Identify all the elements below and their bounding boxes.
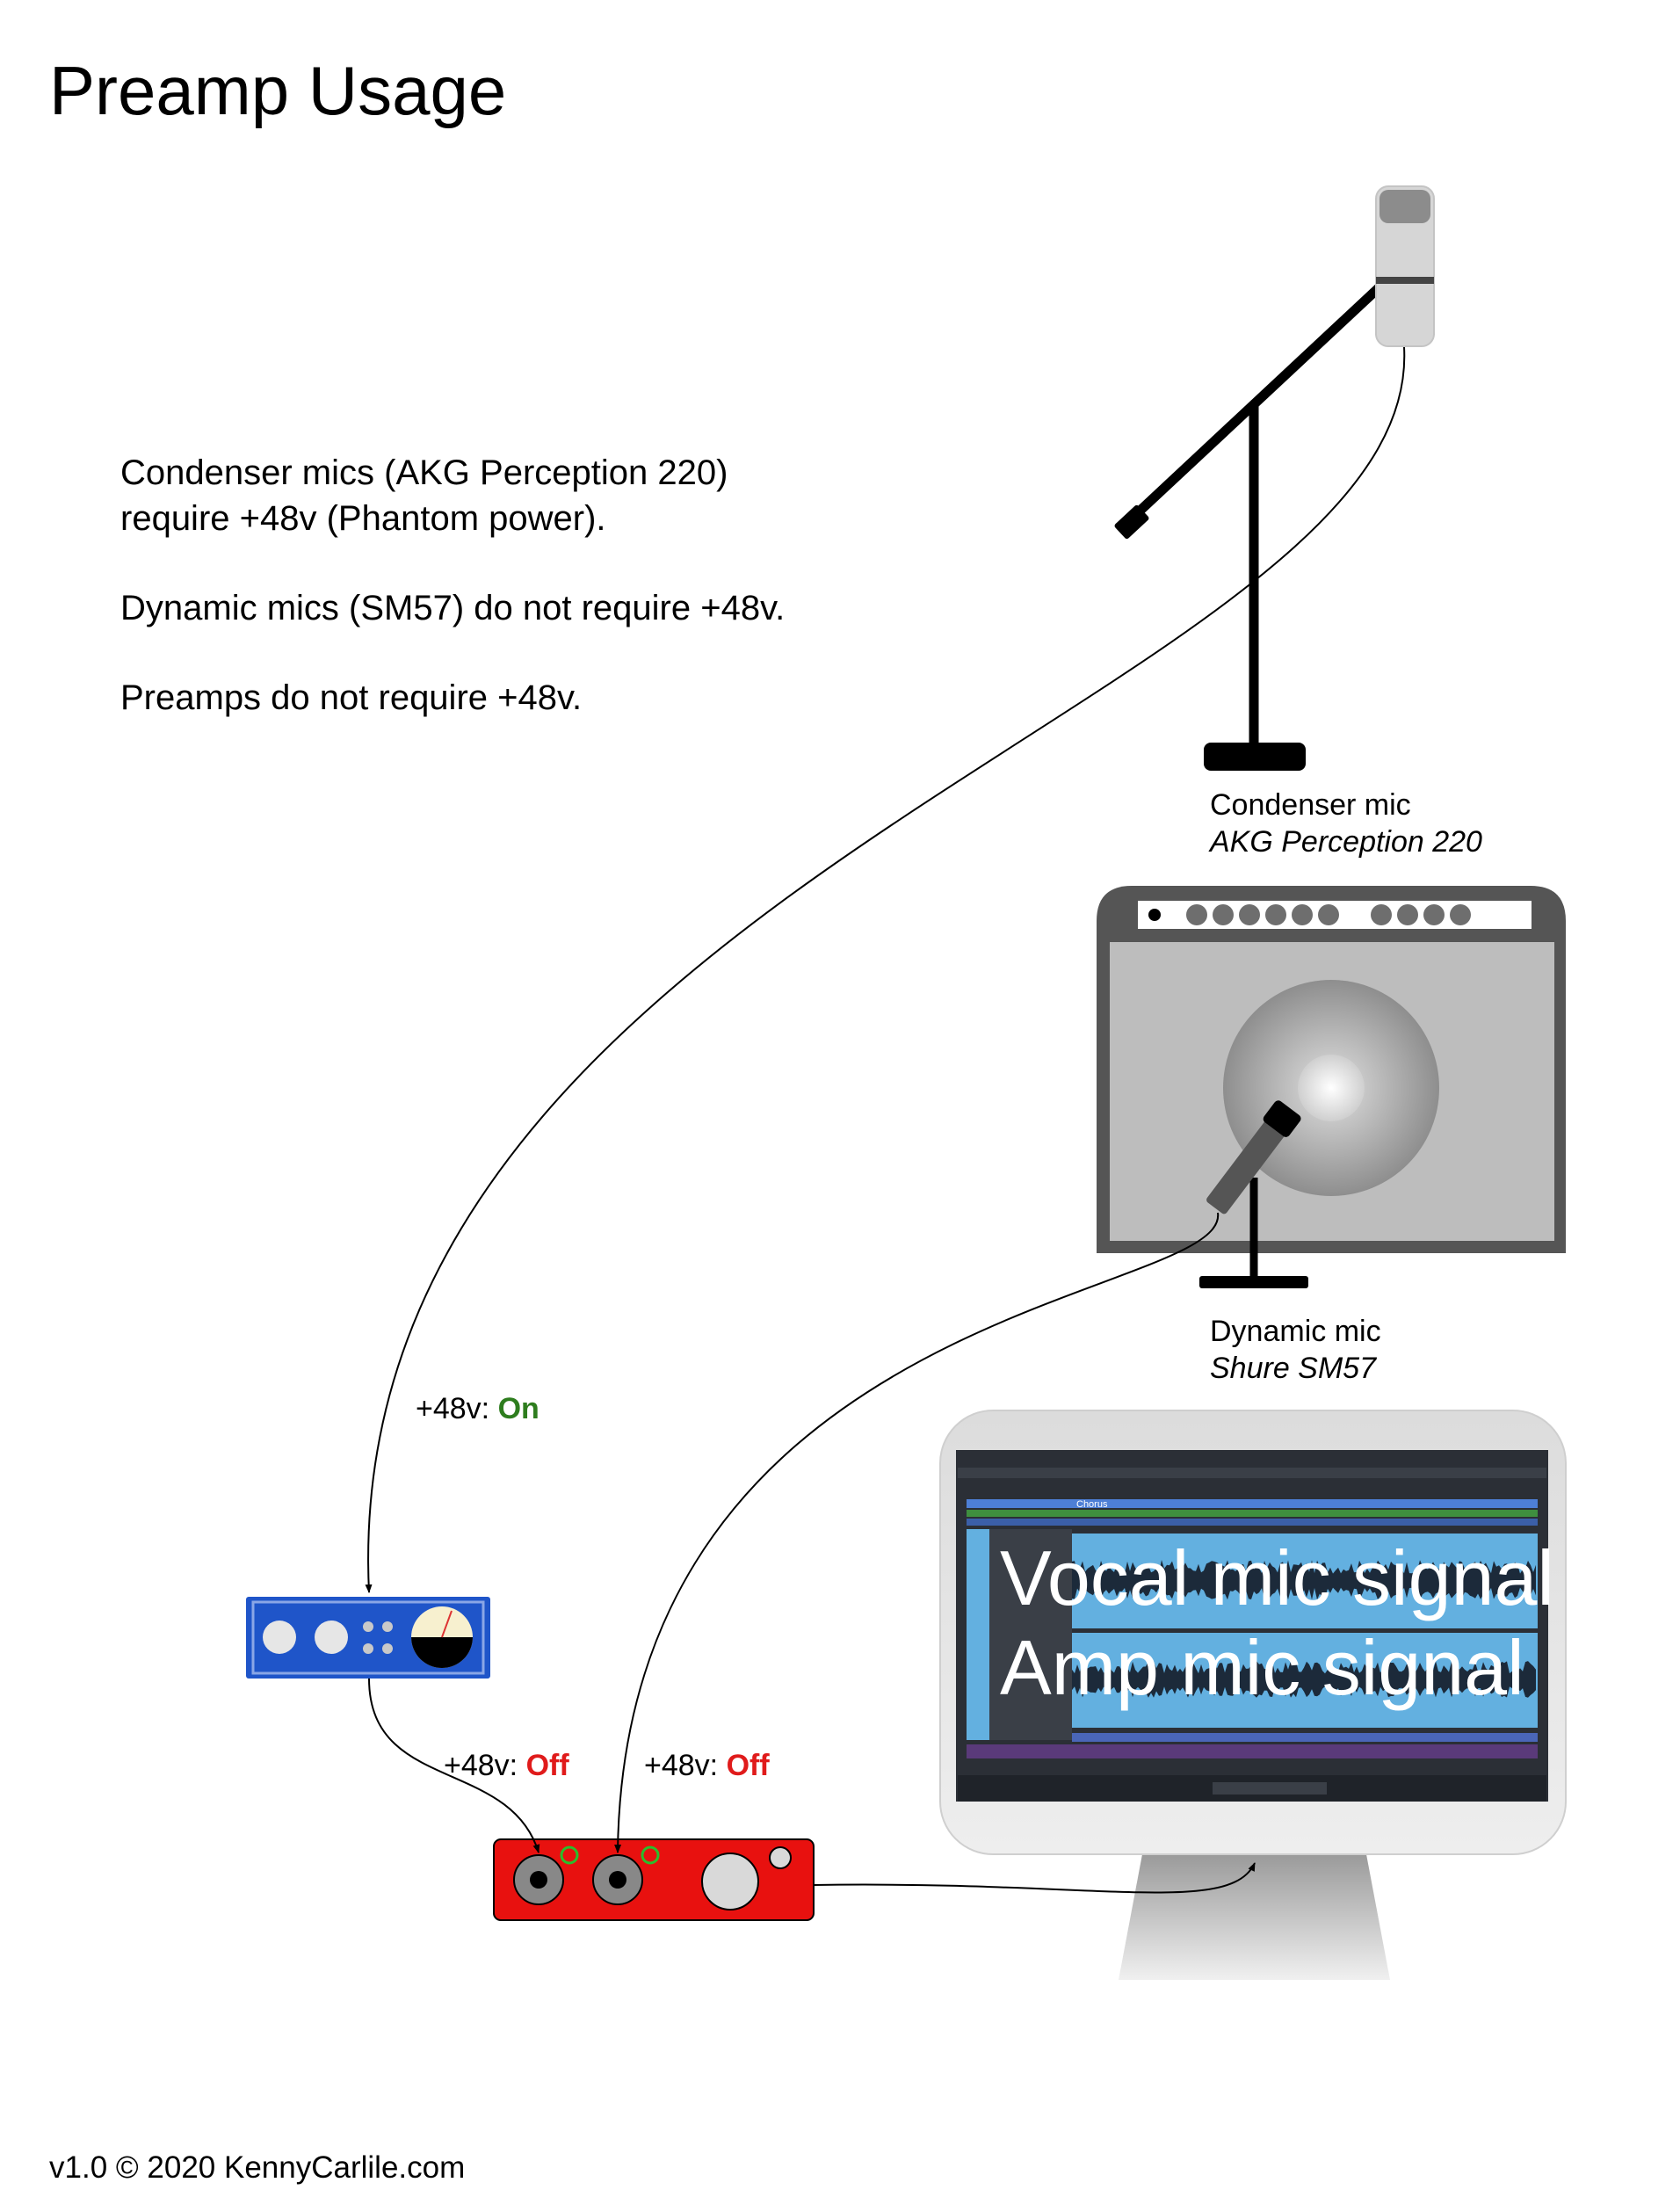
cable-preamp-to-interface [368, 1678, 540, 1853]
amp-waveform [1072, 1661, 1536, 1698]
dynamic-mic-model: Shure SM57 [1210, 1352, 1376, 1385]
preamp-device [246, 1597, 490, 1679]
preamp-knob-1 [263, 1621, 296, 1654]
phantom-state-off: Off [525, 1749, 569, 1782]
phantom-state-on: On [497, 1392, 539, 1425]
amp-knobs [1186, 904, 1471, 925]
condenser-mic-stand [1114, 279, 1387, 771]
guitar-amp [1097, 886, 1566, 1253]
phantom-state-off: Off [726, 1749, 770, 1782]
preamp-knob-2 [315, 1621, 348, 1654]
audio-interface [493, 1838, 815, 1921]
page-title: Preamp Usage [49, 52, 507, 129]
vocal-waveform [1072, 1560, 1536, 1600]
cable-condenser-to-preamp [365, 346, 1406, 1593]
phantom-label-input-1: +48v: Off [444, 1747, 569, 1784]
phantom-prefix: +48v: [444, 1749, 526, 1782]
dynamic-mic-label: Dynamic mic [1210, 1315, 1381, 1348]
vocal-signal-label: Vocal mic signal [1000, 1534, 1554, 1621]
condenser-mic-label: Condenser mic [1210, 788, 1411, 822]
phantom-label-input-2: +48v: Off [644, 1747, 770, 1784]
condenser-mic-model: AKG Perception 220 [1210, 825, 1482, 859]
cable-dynamic-to-interface [614, 1212, 1220, 1853]
phantom-label-preamp: +48v: On [416, 1390, 539, 1427]
note-condenser-line2: require +48v (Phantom power). [120, 499, 606, 538]
note-dynamic: Dynamic mics (SM57) do not require +48v. [120, 589, 786, 627]
cable-interface-to-computer [813, 1862, 1256, 1894]
amp-signal-label: Amp mic signal [1000, 1624, 1524, 1711]
phantom-prefix: +48v: [644, 1749, 727, 1782]
daw-marker-label: Chorus [1076, 1499, 1108, 1510]
daw-screen [958, 1468, 1546, 1802]
note-preamp: Preamps do not require +48v. [120, 678, 583, 717]
note-condenser-line1: Condenser mics (AKG Perception 220) [120, 453, 728, 492]
monitor-knob [701, 1853, 759, 1911]
monitor-stand [1119, 1854, 1390, 1980]
computer-monitor [939, 1410, 1567, 1980]
dynamic-mic-icon [1206, 1100, 1301, 1215]
dynamic-mic-stand [1199, 1178, 1308, 1288]
footer-credit: v1.0 © 2020 KennyCarlile.com [49, 2150, 466, 2185]
phantom-prefix: +48v: [416, 1392, 498, 1425]
condenser-mic-icon [1375, 185, 1435, 347]
vu-meter-icon [411, 1606, 473, 1668]
